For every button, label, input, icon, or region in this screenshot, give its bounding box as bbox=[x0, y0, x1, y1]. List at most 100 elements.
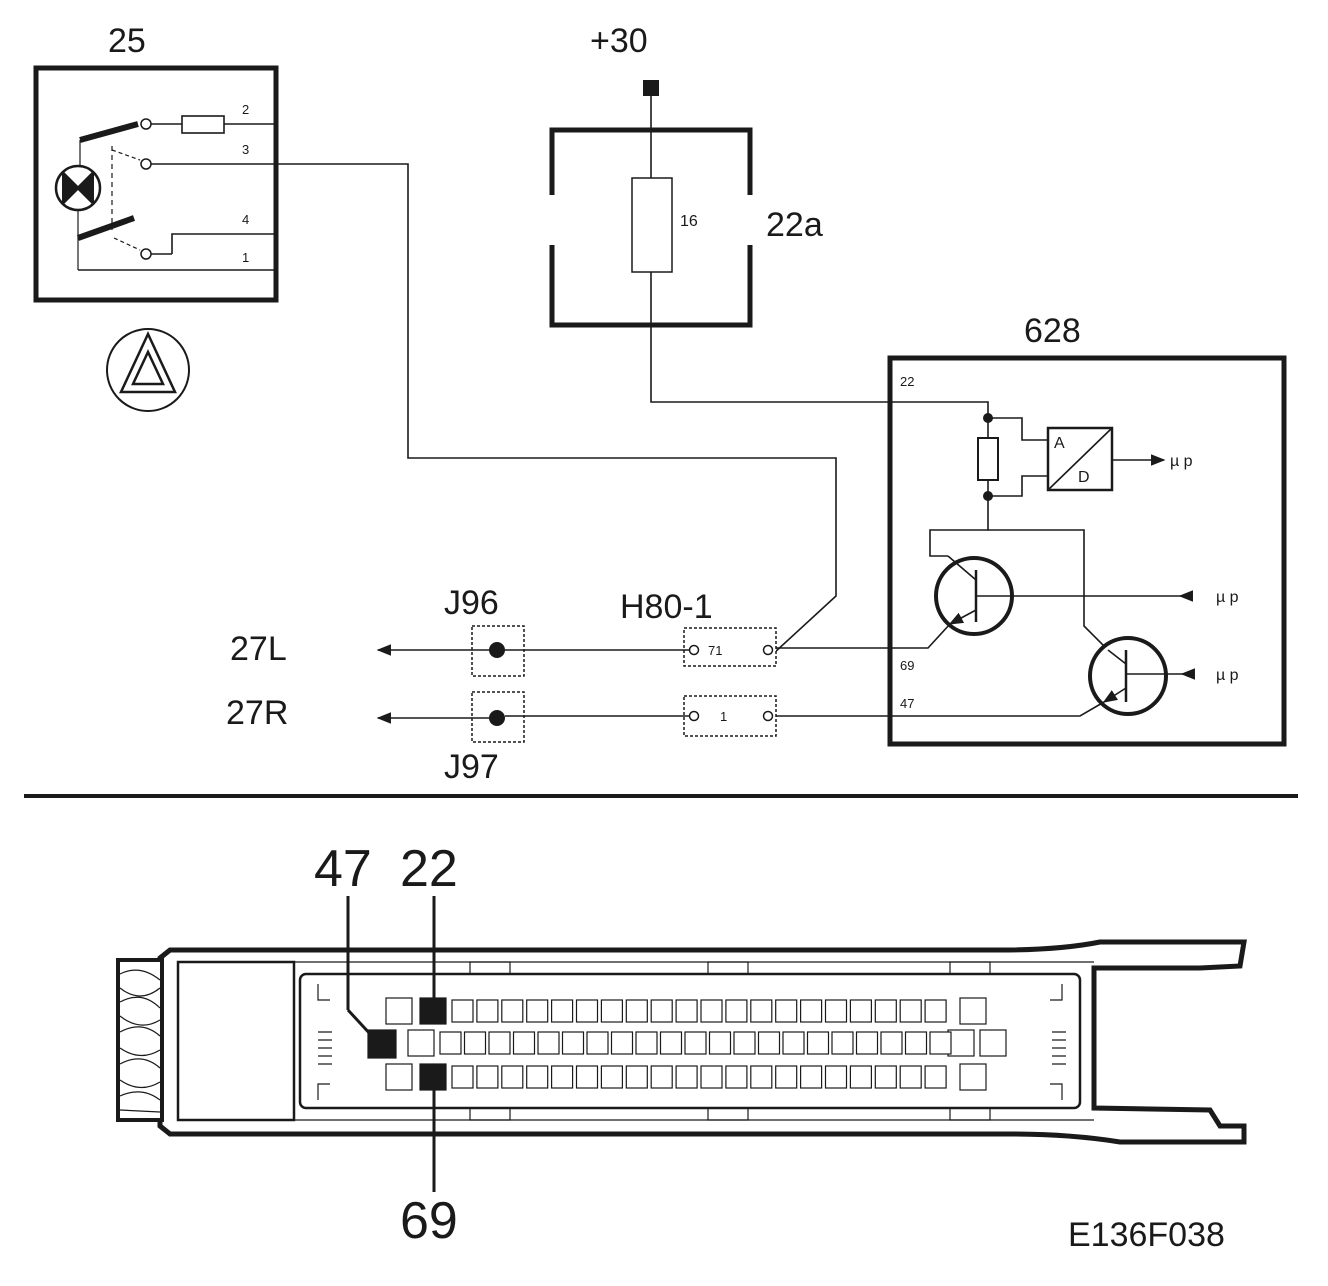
connector-pin bbox=[512, 1031, 536, 1055]
mu-p-label-3: µ p bbox=[1216, 667, 1239, 684]
pin-array bbox=[367, 997, 1007, 1091]
connector-pin-1: 1 bbox=[720, 709, 727, 724]
control-module: 628 22 69 47 A D µ p µ p bbox=[776, 312, 1287, 747]
connector-pin bbox=[635, 1031, 658, 1055]
connector-pin bbox=[684, 1031, 707, 1055]
fuse-number: 16 bbox=[680, 213, 698, 230]
connector-id: H80-1 bbox=[620, 588, 713, 626]
connector-pin bbox=[439, 1031, 462, 1055]
connector-pin bbox=[575, 999, 599, 1023]
connector-pin bbox=[675, 1065, 698, 1089]
connector-pin bbox=[625, 999, 648, 1023]
figure-code: E136F038 bbox=[1068, 1216, 1225, 1254]
connector-pin bbox=[750, 1065, 773, 1089]
connector-pin bbox=[650, 999, 673, 1023]
callout-22: 22 bbox=[400, 840, 458, 898]
fuse-box: 16 22a bbox=[549, 127, 823, 328]
connector-pin bbox=[904, 1031, 928, 1055]
switch-pin-4: 4 bbox=[242, 212, 249, 227]
connector-pin bbox=[675, 999, 698, 1023]
connector-pin bbox=[501, 1065, 524, 1089]
connector-pin bbox=[924, 1065, 947, 1089]
mu-p-label-1: µ p bbox=[1170, 453, 1193, 470]
connector-pin bbox=[526, 999, 549, 1023]
connector-pin bbox=[600, 999, 624, 1023]
junction-j96-label: J96 bbox=[444, 584, 499, 622]
connector-pin bbox=[561, 1031, 585, 1055]
connector-pin bbox=[855, 1031, 879, 1055]
mu-p-label-2: µ p bbox=[1216, 589, 1239, 606]
connector-pin bbox=[476, 999, 499, 1023]
junction-j97-label: J97 bbox=[444, 748, 499, 786]
connector-pin bbox=[782, 1031, 805, 1055]
connector-pin bbox=[880, 1031, 903, 1055]
connector-pin bbox=[775, 1065, 798, 1089]
output-27r: 27R bbox=[226, 694, 288, 732]
connector-pin bbox=[476, 1065, 499, 1089]
hazard-triangle-icon bbox=[106, 328, 190, 412]
connector-pin bbox=[650, 1065, 673, 1089]
control-module-id: 628 bbox=[1024, 312, 1081, 350]
connector-pin bbox=[725, 999, 748, 1023]
connector-pin bbox=[831, 1031, 854, 1055]
connector-pin bbox=[929, 1031, 952, 1055]
connector-pin bbox=[575, 1065, 599, 1089]
connector-pin bbox=[874, 1065, 897, 1089]
fuse-box-id: 22a bbox=[766, 206, 823, 244]
adc-a-label: A bbox=[1054, 435, 1065, 452]
connector-pin bbox=[799, 1065, 823, 1089]
connector-pin bbox=[899, 1065, 922, 1089]
adc-d-label: D bbox=[1078, 469, 1090, 486]
switch-pin-2: 2 bbox=[242, 102, 249, 117]
connector-pin bbox=[750, 999, 773, 1023]
junction-j97: J97 bbox=[444, 691, 525, 786]
connector-pin bbox=[700, 999, 723, 1023]
connector-pin bbox=[806, 1031, 830, 1055]
connector-pin bbox=[600, 1065, 624, 1089]
supply-terminal: +30 bbox=[590, 22, 659, 96]
connector-pin bbox=[451, 1065, 474, 1089]
connector-pin bbox=[824, 1065, 848, 1089]
hazard-switch: 25 2 3 4 1 bbox=[33, 22, 279, 303]
hazard-switch-id: 25 bbox=[108, 22, 146, 60]
connector-pin bbox=[725, 1065, 748, 1089]
connector-pin bbox=[550, 1065, 574, 1089]
connector-pin bbox=[874, 999, 897, 1023]
connector-pin bbox=[733, 1031, 756, 1055]
connector-pin bbox=[463, 1031, 487, 1055]
connector-pin bbox=[586, 1031, 609, 1055]
connector-pin bbox=[537, 1031, 560, 1055]
connector-pin bbox=[700, 1065, 723, 1089]
connector-pin bbox=[625, 1065, 648, 1089]
connector-pin bbox=[775, 999, 798, 1023]
connector-pin bbox=[501, 999, 524, 1023]
ecu-connector-plug bbox=[116, 896, 1247, 1192]
callout-69: 69 bbox=[400, 1192, 458, 1250]
connector-pin bbox=[659, 1031, 683, 1055]
supply-label: +30 bbox=[590, 22, 648, 60]
output-27l: 27L bbox=[230, 630, 287, 668]
connector-pin bbox=[550, 999, 574, 1023]
connector-pin bbox=[824, 999, 848, 1023]
connector-pin-71: 71 bbox=[708, 643, 722, 658]
switch-pin-1: 1 bbox=[242, 250, 249, 265]
connector-pin bbox=[799, 999, 823, 1023]
module-pin-69: 69 bbox=[900, 658, 914, 673]
connector-h80-1: H80-1 71 1 bbox=[620, 588, 777, 737]
switch-pin-3: 3 bbox=[242, 142, 249, 157]
junction-j96: J96 bbox=[444, 584, 525, 677]
connector-pin bbox=[899, 999, 922, 1023]
connector-pin bbox=[849, 1065, 873, 1089]
connector-pin bbox=[849, 999, 873, 1023]
connector-pin bbox=[610, 1031, 634, 1055]
callout-47: 47 bbox=[314, 840, 372, 898]
connector-pin bbox=[488, 1031, 511, 1055]
connector-pin bbox=[526, 1065, 549, 1089]
connector-pin bbox=[708, 1031, 732, 1055]
connector-pin bbox=[757, 1031, 781, 1055]
connector-pin bbox=[924, 999, 947, 1023]
module-pin-22: 22 bbox=[900, 374, 914, 389]
connector-pin bbox=[451, 999, 474, 1023]
